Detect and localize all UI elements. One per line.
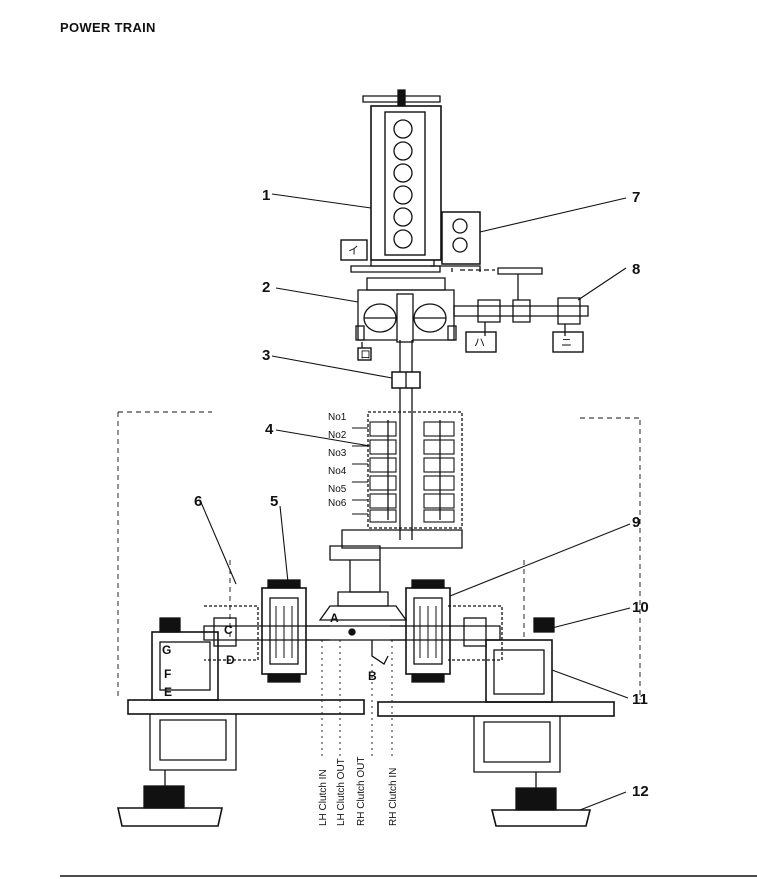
label-f: F (164, 667, 171, 681)
letter-labels: A B C D E F G (162, 611, 377, 699)
callout-7: 7 (632, 189, 640, 206)
lh-clutch-out-label: LH Clutch OUT (336, 758, 347, 826)
box-labels: イ ロ ハ ニ (348, 244, 572, 361)
box-label-ni: ニ (561, 336, 572, 349)
clutch-no4-label: No4 (328, 466, 347, 477)
rh-final-drive (377, 617, 615, 827)
lh-steering-clutch (261, 579, 330, 683)
callout-5: 5 (270, 493, 278, 510)
clutch-no3-label: No3 (328, 448, 347, 459)
label-a: A (330, 611, 339, 625)
transmission (329, 411, 463, 593)
page-title: POWER TRAIN (60, 20, 156, 35)
rh-clutch-out-label: RH Clutch OUT (356, 757, 367, 826)
clutch-no5-label: No5 (328, 484, 347, 495)
callout-4: 4 (265, 421, 274, 438)
callout-9: 9 (632, 514, 640, 531)
frame-outline (117, 411, 641, 700)
callout-10: 10 (632, 599, 649, 616)
callout-12: 12 (632, 783, 649, 800)
pto-pumps (453, 267, 589, 353)
lh-clutch-in-label: LH Clutch IN (318, 769, 329, 826)
label-c: C (224, 623, 233, 637)
clutch-line-labels: LH Clutch IN LH Clutch OUT RH Clutch OUT… (318, 757, 399, 826)
rh-clutch-in-label: RH Clutch IN (388, 768, 399, 826)
box-label-ha: ハ (474, 336, 485, 349)
callout-1: 1 (262, 187, 270, 204)
box-label-ro: ロ (360, 348, 371, 361)
leader-lines (199, 193, 631, 811)
clutch-lines (321, 640, 393, 760)
clutch-number-labels: No1 No2 No3 No4 No5 No6 (328, 412, 347, 509)
callout-6: 6 (194, 493, 202, 510)
bevel-gear (203, 591, 501, 665)
clutch-no6-label: No6 (328, 498, 347, 509)
engine (350, 89, 442, 273)
label-d: D (226, 653, 235, 667)
callout-2: 2 (262, 279, 270, 296)
box-i (340, 239, 368, 261)
pump-unit (430, 211, 481, 272)
label-b: B (368, 669, 377, 683)
rh-steering-clutch (390, 579, 451, 683)
callout-3: 3 (262, 347, 270, 364)
label-g: G (162, 643, 171, 657)
callout-11: 11 (632, 691, 648, 708)
label-e: E (164, 685, 172, 699)
callout-labels: 1 2 3 4 5 6 7 8 9 10 11 12 (194, 187, 649, 800)
clutch-no2-label: No2 (328, 430, 347, 441)
callout-8: 8 (632, 261, 640, 278)
rh-brake (448, 605, 503, 661)
propeller-shaft (391, 340, 421, 412)
box-label-i: イ (348, 244, 359, 257)
clutch-no1-label: No1 (328, 412, 347, 423)
lh-final-drive (117, 617, 365, 827)
torque-converter (355, 277, 457, 361)
